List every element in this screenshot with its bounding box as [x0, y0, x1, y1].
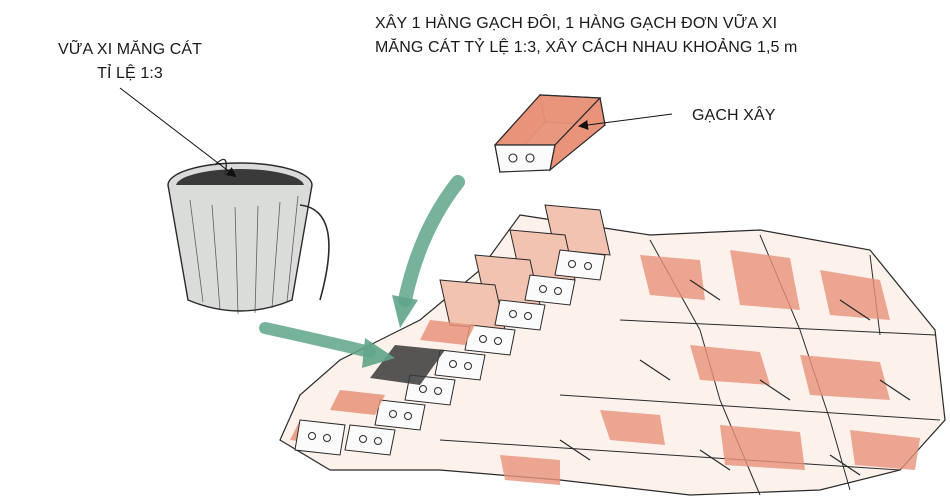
leader-line-mortar — [120, 88, 235, 176]
arrow-icon — [265, 328, 395, 368]
bucket-icon — [168, 159, 329, 314]
single-brick-icon — [495, 95, 605, 172]
